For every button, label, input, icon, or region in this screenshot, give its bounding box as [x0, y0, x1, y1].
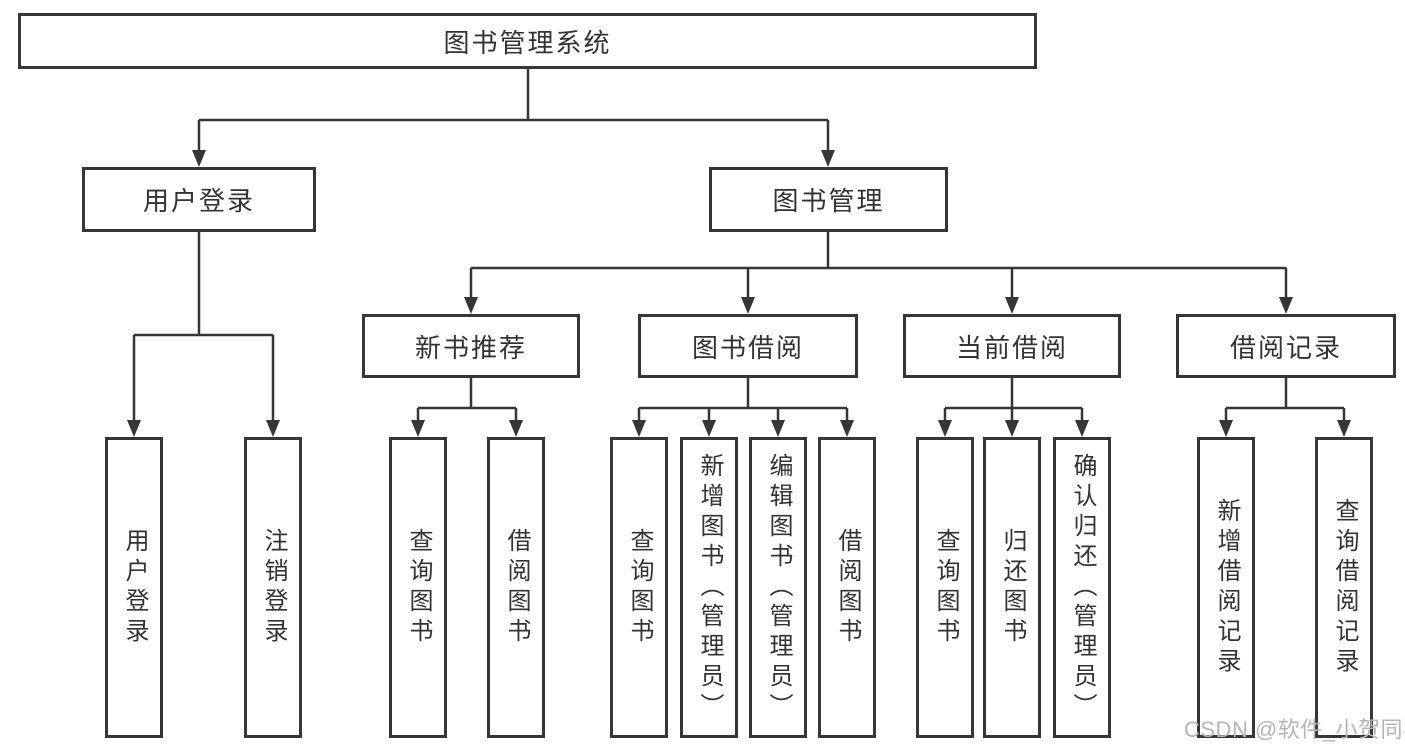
leaf-borrow-edit-books-admin: 编辑图书（管理员） [749, 437, 807, 738]
leaf-user-login: 用户登录 [105, 437, 163, 738]
leaf-recommend-borrow-books: 借阅图书 [487, 437, 545, 738]
node-book-management: 图书管理 [709, 167, 948, 232]
leaf-records-query-borrow-record: 查询借阅记录 [1315, 437, 1373, 738]
node-current-borrow: 当前借阅 [903, 314, 1121, 378]
leaf-recommend-query-books: 查询图书 [389, 437, 447, 738]
leaf-records-add-borrow-record: 新增借阅记录 [1197, 437, 1255, 738]
leaf-current-confirm-return-admin: 确认归还（管理员） [1053, 437, 1111, 738]
leaf-borrow-add-books-admin: 新增图书（管理员） [680, 437, 738, 738]
leaf-borrow-borrow-books: 借阅图书 [818, 437, 876, 738]
csdn-watermark: CSDN @软件_小贺同学 [1184, 717, 1405, 742]
node-user-login: 用户登录 [82, 167, 316, 232]
leaf-current-return-books: 归还图书 [983, 437, 1041, 738]
node-library-management-system: 图书管理系统 [18, 13, 1037, 69]
leaf-borrow-query-books: 查询图书 [610, 437, 668, 738]
node-new-book-recommend: 新书推荐 [362, 314, 580, 378]
arrowhead-icons [127, 150, 1351, 437]
leaf-current-query-books: 查询图书 [916, 437, 974, 738]
leaf-logout: 注销登录 [244, 437, 302, 738]
node-borrow-records: 借阅记录 [1176, 314, 1396, 378]
node-book-borrow: 图书借阅 [638, 314, 858, 378]
